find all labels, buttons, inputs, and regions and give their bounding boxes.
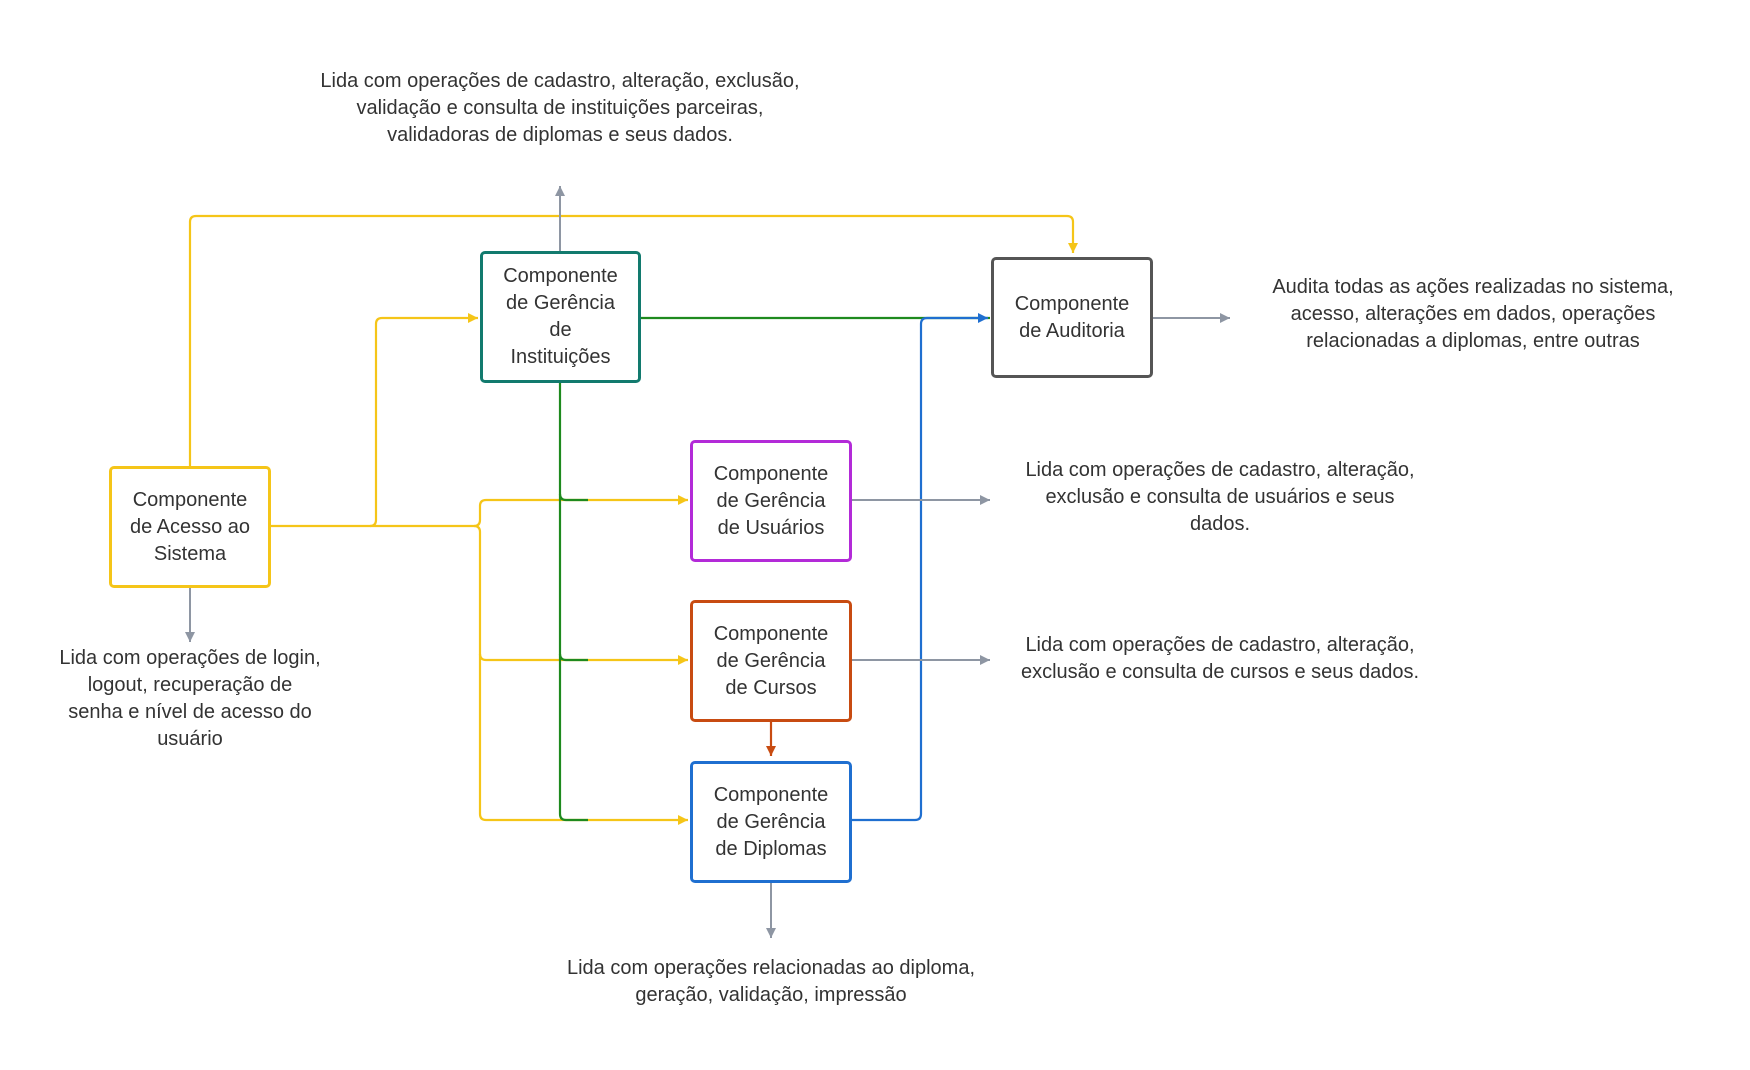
note-auditoria: Audita todas as ações realizadas no sist… <box>1272 276 1674 352</box>
node-cursos: Componente de Gerência de Cursos <box>690 600 852 722</box>
node-instituicoes: Componente de Gerência de Instituições <box>480 251 641 383</box>
connector-acesso-to-junction <box>370 524 482 533</box>
connector-acesso-to-instituicoes <box>271 313 478 528</box>
connector-acesso-to-auditoria <box>188 214 1078 467</box>
note-diplomas: Lida com operações relacionadas ao diplo… <box>566 957 976 1006</box>
node-auditoria: Componente de Auditoria <box>991 257 1153 378</box>
connector-instituicoes-to-usuarios <box>558 493 588 502</box>
note-acesso: Lida com operações de login, logout, rec… <box>59 647 321 750</box>
note-instituicoes: Lida com operações de cadastro, alteraçã… <box>320 70 800 146</box>
connector-acesso-to-usuarios <box>473 495 688 528</box>
note-cursos: Lida com operações de cadastro, alteraçã… <box>1020 634 1420 683</box>
connector-acesso-to-diplomas <box>478 654 688 825</box>
node-diplomas: Componente de Gerência de Diplomas <box>690 761 852 883</box>
connector-instituicoes-to-cursos <box>558 653 588 662</box>
node-usuarios: Componente de Gerência de Usuários <box>690 440 852 562</box>
node-acesso: Componente de Acesso ao Sistema <box>109 466 271 588</box>
connector-instituicoes-down <box>558 383 588 822</box>
note-usuarios: Lida com operações de cadastro, alteraçã… <box>1025 459 1415 535</box>
connector-diplomas-to-auditoria <box>852 313 988 822</box>
connector-acesso-to-cursos <box>478 532 688 665</box>
